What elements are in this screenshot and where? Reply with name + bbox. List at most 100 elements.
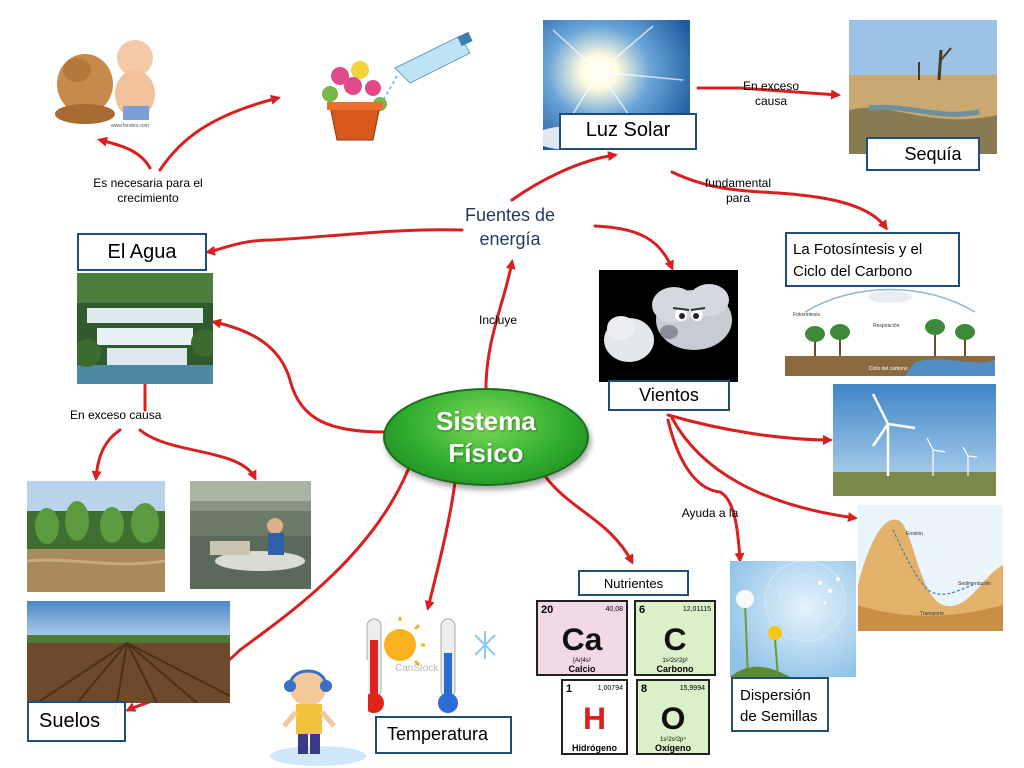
label-necesaria-line1: Es necesaria para el <box>93 176 203 190</box>
arrow-center-temp <box>424 480 457 611</box>
element-mass: 1,00794 <box>598 685 623 692</box>
thermometer-watermark: CanStock <box>395 663 439 674</box>
element-symbol: H <box>583 700 606 736</box>
baby-dog-photo: www.fondos.com <box>45 22 173 132</box>
element-number: 8 <box>641 683 647 695</box>
box-temperatura: Temperatura <box>375 716 512 754</box>
box-vientos: Vientos <box>608 380 730 411</box>
element-number: 1 <box>566 683 572 695</box>
arrow-vientos-erosion <box>670 416 858 523</box>
element-config: 1s²2s²2p⁴ <box>660 736 686 743</box>
wind-cloud-icon <box>599 270 738 382</box>
arrow-agua-flood3 <box>138 428 257 481</box>
watering-plant-icon <box>285 28 477 148</box>
box-el-agua: El Agua <box>77 233 207 271</box>
svg-text:Transporte: Transporte <box>920 611 944 617</box>
energy-line2: energía <box>479 229 541 249</box>
label-sol-line1: En exceso <box>742 79 800 93</box>
element-config: [Ar]4s² <box>573 658 591 664</box>
erosion-diagram: Erosión Transporte Sedimentación <box>858 505 1003 631</box>
photosynthesis-diagram: Fotosíntesis Respiración Ciclo del carbo… <box>785 272 995 376</box>
center-line2: Físico <box>448 438 524 468</box>
element-name: Oxígeno <box>655 743 692 753</box>
fotosintesis-diagram-text-1: Respiración <box>873 323 900 329</box>
waterfall-photo <box>77 273 213 384</box>
fotosintesis-line2: Ciclo del Carbono <box>793 263 913 280</box>
plowed-field-photo <box>27 601 230 703</box>
label-fundamental-line2: para <box>725 191 751 205</box>
thermometer-icon: CanStock <box>355 615 505 715</box>
label-ayuda-a-la: Ayuda a la <box>681 506 739 520</box>
label-necesaria-crecimiento: Es necesaria para el crecimiento <box>68 176 228 206</box>
element-tile-bg <box>536 600 628 676</box>
element-number: 6 <box>639 604 645 616</box>
arrow-agua-flood2 <box>91 428 122 481</box>
center-node-sistema-fisico: Sistema Físico <box>383 388 589 486</box>
arrow-sol-sequia <box>696 86 841 100</box>
energy-line1: Fuentes de <box>464 205 556 225</box>
element-tile-bg <box>561 679 628 755</box>
arrow-vientos-dispersion <box>666 418 745 563</box>
fuentes-energia-label: Fuentes de energía <box>455 203 565 251</box>
label-incluye: Incluye <box>478 313 518 327</box>
box-nutrientes: Nutrientes <box>578 570 689 596</box>
label-sol-line2: causa <box>754 94 788 108</box>
svg-text:Sedimentación: Sedimentación <box>958 581 991 587</box>
label-necesaria-line2: crecimiento <box>117 191 179 205</box>
svg-text:Erosión: Erosión <box>906 531 923 537</box>
box-luz-solar: Luz Solar <box>559 113 697 150</box>
arrow-fuentes-agua <box>205 228 464 256</box>
flooded-field-photo <box>27 481 165 592</box>
fotosintesis-diagram-text-2: Ciclo del carbono <box>869 366 908 372</box>
box-suelos: Suelos <box>27 701 126 742</box>
arrow-center-agua <box>211 318 386 434</box>
arrow-center-nutrientes <box>543 474 634 565</box>
fotosintesis-diagram-text-0: Fotosíntesis <box>793 312 820 318</box>
element-name: Calcio <box>568 664 596 674</box>
box-fotosintesis: La Fotosíntesis y el Ciclo del Carbono <box>785 232 960 287</box>
element-mass: 40,08 <box>605 606 623 613</box>
flood-boat-photo <box>190 481 311 589</box>
label-fundamental-para: fundamental para <box>688 176 788 206</box>
wind-turbines-photo <box>833 384 996 496</box>
cold-person-icon <box>268 660 368 766</box>
arrow-sol-fotosintesis <box>670 170 888 231</box>
element-config: 1s²2s²2p² <box>662 658 687 664</box>
element-mass: 12,01115 <box>683 606 711 613</box>
arrow-center-fuentes <box>484 259 516 390</box>
center-line1: Sistema <box>436 406 536 436</box>
element-tile-bg <box>636 679 710 755</box>
svg-text:www.fondos.com: www.fondos.com <box>111 123 149 129</box>
fotosintesis-line1: La Fotosíntesis y el <box>793 241 923 258</box>
arrow-vientos-turbines <box>666 413 833 445</box>
element-symbol: O <box>661 700 686 736</box>
box-dispersion: Dispersión de Semillas <box>731 677 829 732</box>
element-symbol: C <box>663 621 686 657</box>
element-tile-bg <box>634 600 716 676</box>
arrow-fuentes-luzsolar <box>510 151 618 202</box>
dispersion-line2: de Semillas <box>740 708 818 725</box>
element-name: Hidrógeno <box>572 743 617 753</box>
label-en-exceso-causa-sol: En exceso causa <box>726 79 816 109</box>
label-fundamental-line1: fundamental <box>704 176 772 190</box>
element-name: Carbono <box>657 664 695 674</box>
drought-photo <box>849 20 997 154</box>
arrow-agua-plant <box>158 94 281 172</box>
dandelion-photo <box>730 561 856 677</box>
arrow-fuentes-vientos <box>593 224 674 271</box>
arrow-agua-baby <box>97 136 152 170</box>
element-number: 20 <box>541 604 553 616</box>
element-mass: 15,9994 <box>680 685 705 692</box>
label-en-exceso-causa-agua: En exceso causa <box>70 408 162 422</box>
element-symbol: Ca <box>562 621 603 657</box>
dispersion-line1: Dispersión <box>740 687 811 704</box>
box-sequia: Sequía <box>866 137 980 171</box>
